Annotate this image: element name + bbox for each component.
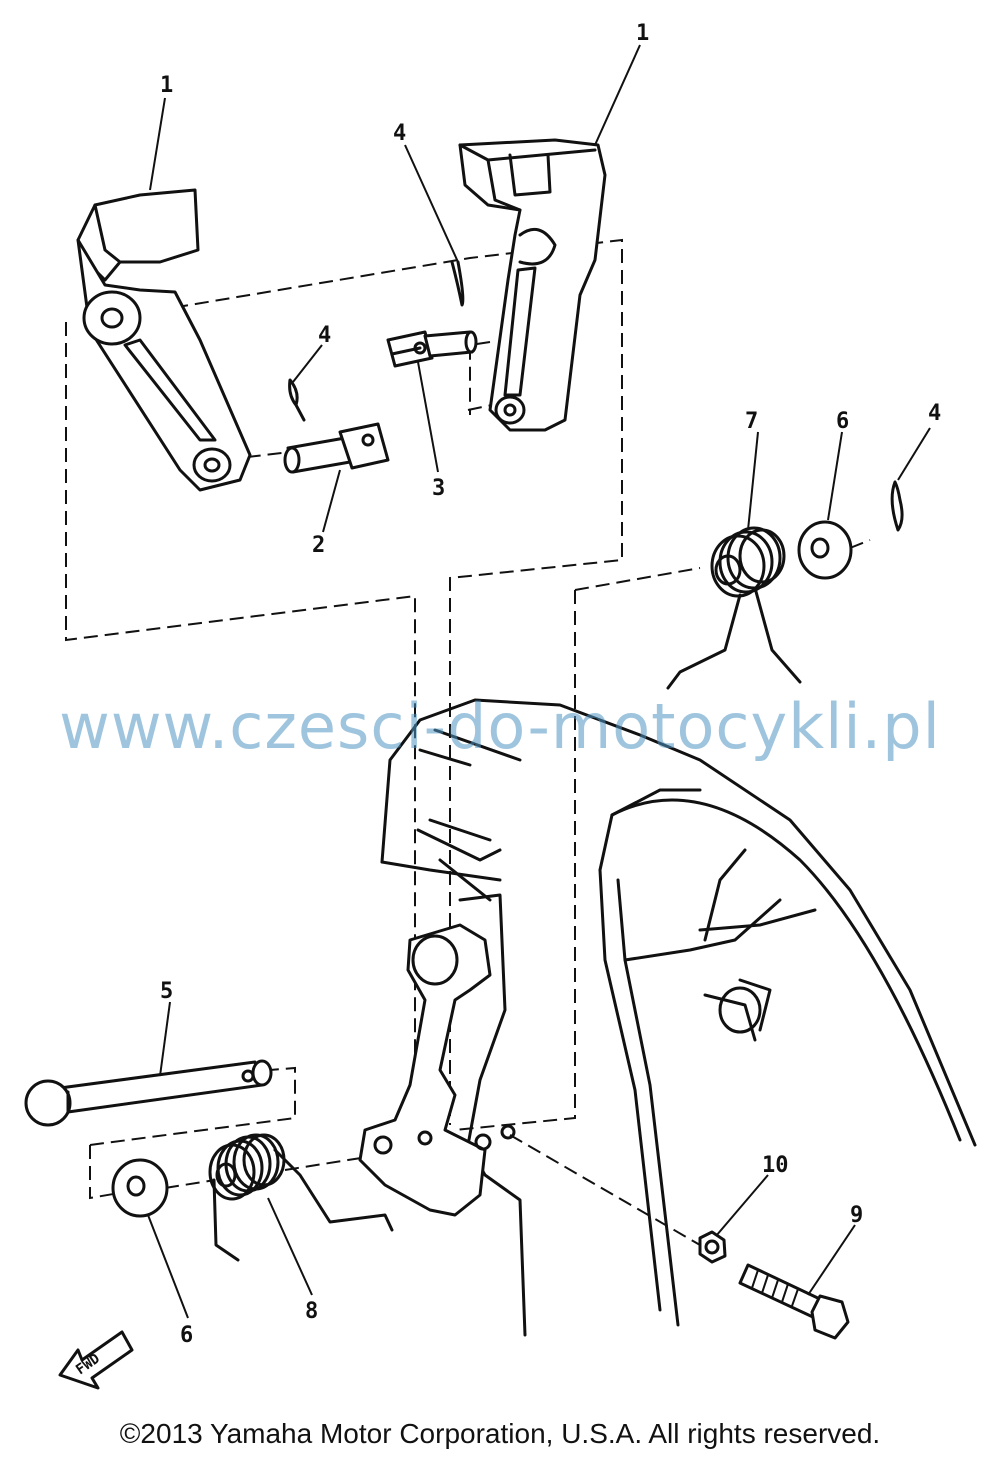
callout-7: 7 [745, 409, 758, 434]
callout-9: 9 [850, 1203, 863, 1228]
bolt-9 [738, 1263, 850, 1340]
callout-6-top: 6 [836, 409, 849, 434]
pivot-shaft-5 [24, 1059, 273, 1127]
callout-8: 8 [305, 1299, 318, 1324]
cotter-pin-4a [450, 260, 465, 307]
torsion-spring-8 [208, 1133, 394, 1262]
leader-lines [147, 44, 931, 1319]
fwd-arrow: FWD [58, 1330, 134, 1390]
clevis-pin-3 [386, 330, 478, 368]
cotter-pin-4b [288, 378, 306, 422]
copyright-notice: ©2013 Yamaha Motor Corporation, U.S.A. A… [119, 1418, 881, 1449]
callout-3: 3 [432, 476, 445, 501]
callout-10: 10 [762, 1153, 789, 1178]
assembly-guide-lines [65, 238, 871, 1246]
callout-6-bottom: 6 [180, 1323, 193, 1348]
lever-right [458, 138, 607, 432]
callout-1-right: 1 [636, 21, 649, 46]
washer-6b [111, 1158, 169, 1218]
watermark: www.czesci-do-motocykli.pl [59, 690, 941, 763]
torsion-spring-7 [666, 526, 802, 690]
clevis-pin-2 [283, 422, 390, 474]
cotter-pin-4c [890, 480, 904, 532]
callout-4-right: 4 [928, 401, 941, 426]
frame-bracket [380, 698, 977, 1337]
callout-4-left: 4 [318, 323, 331, 348]
callout-numbers: 1 1 4 4 4 3 2 7 6 5 6 8 10 9 [160, 21, 941, 1348]
pivot-arm [358, 923, 516, 1217]
callout-1-left: 1 [160, 73, 173, 98]
callout-5: 5 [160, 979, 173, 1004]
nut-10 [698, 1230, 727, 1264]
washer-6a [797, 520, 853, 580]
callout-4-top: 4 [393, 121, 406, 146]
callout-2: 2 [312, 533, 325, 558]
lever-left [76, 188, 252, 492]
